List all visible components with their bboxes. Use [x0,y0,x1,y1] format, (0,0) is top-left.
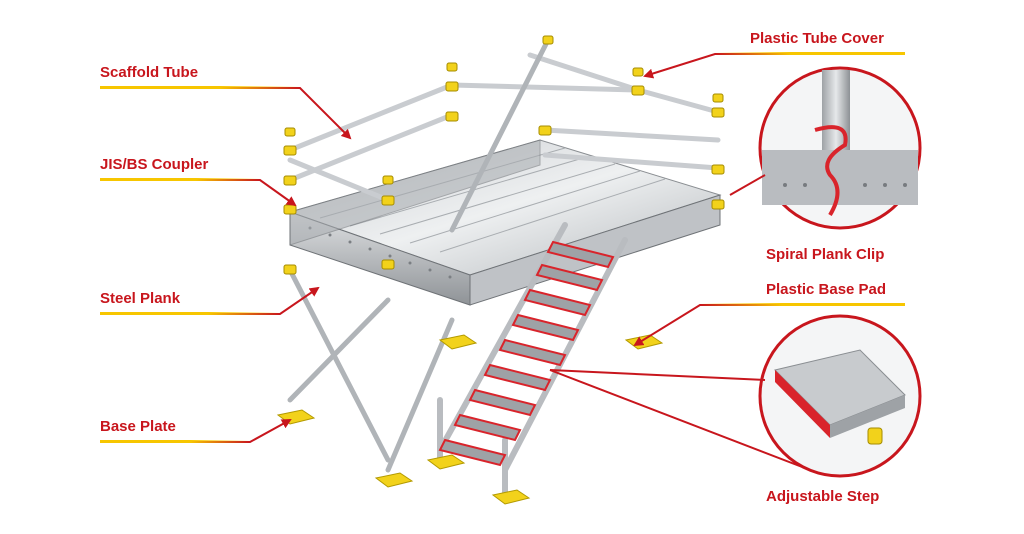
underline-base-plate [100,440,250,443]
scaffold-structure [276,35,725,505]
underline-jis-bs-coupler [100,178,260,181]
label-spiral-plank-clip: Spiral Plank Clip [766,246,885,263]
spiral-plank-clip-detail [758,66,922,230]
label-adjustable-step: Adjustable Step [766,488,880,505]
leader-spiral-plank-clip [729,174,766,196]
leader-jis-bs-coupler [100,179,297,207]
leader-adjustable-step-b [549,369,811,471]
couplers [283,35,725,275]
adjustable-step-detail [758,314,922,478]
stair-steps [438,240,615,467]
underline-steel-plank [100,312,280,315]
leader-scaffold-tube [100,87,352,140]
label-base-plate: Base Plate [100,418,176,435]
label-jis-bs-coupler: JIS/BS Coupler [100,156,209,173]
bracing [287,37,551,473]
underline-scaffold-tube [100,86,300,89]
underline-plastic-base-pad [700,303,905,306]
label-plastic-tube-cover: Plastic Tube Cover [750,30,884,47]
guard-rails [287,52,721,203]
underline-plastic-tube-cover [715,52,905,55]
leader-adjustable-step-a [549,369,766,381]
label-scaffold-tube: Scaffold Tube [100,64,199,81]
label-plastic-base-pad: Plastic Base Pad [766,281,887,298]
label-steel-plank: Steel Plank [100,290,181,307]
